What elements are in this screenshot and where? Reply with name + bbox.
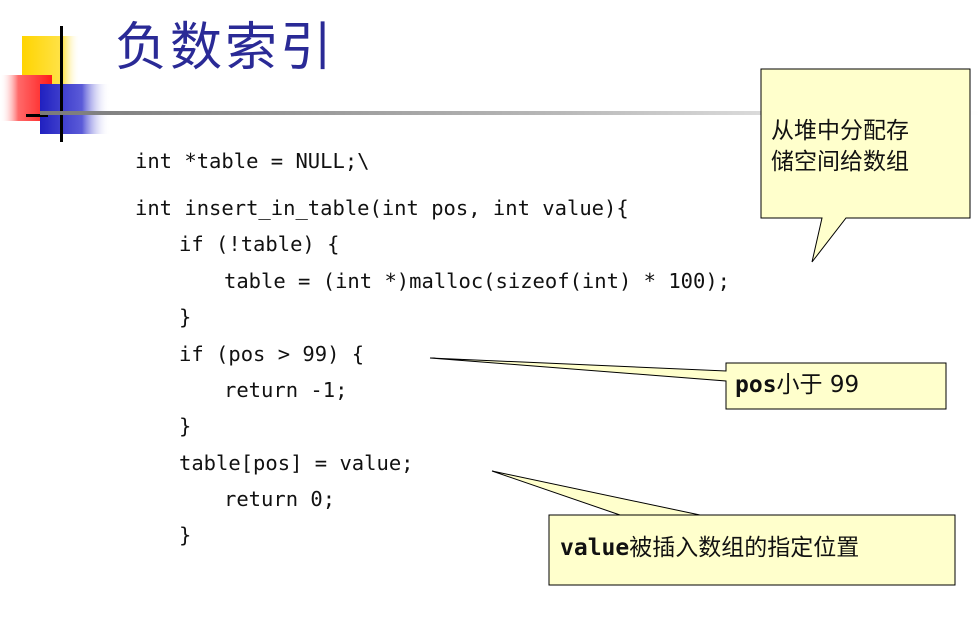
callout-pos-shape: [429, 357, 947, 410]
code-line: int *table = NULL;\: [135, 149, 370, 173]
callout-heap: 从堆中分配存 储空间给数组: [771, 116, 909, 177]
code-line: table[pos] = value;: [179, 451, 414, 475]
code-line: if (pos > 99) {: [179, 342, 365, 366]
code-line: if (!table) {: [179, 232, 340, 256]
callout-pos-text: 小于 99: [776, 372, 860, 398]
code-line: int insert_in_table(int pos, int value){: [135, 196, 629, 220]
code-line: }: [179, 305, 192, 329]
title-divider: [40, 111, 980, 115]
callout-heap-line: 储空间给数组: [771, 148, 909, 175]
callout-heap-line: 从堆中分配存: [771, 118, 909, 144]
code-line: }: [179, 523, 192, 547]
code-line: table = (int *)malloc(sizeof(int) * 100)…: [224, 269, 731, 293]
code-line: return 0;: [224, 487, 336, 511]
callout-value-shape: [491, 470, 956, 586]
callout-heap-shape: [760, 68, 971, 263]
callout-value-code: value: [560, 535, 630, 561]
callout-value-text: 被插入数组的指定位置: [629, 535, 860, 561]
callout-pos-code: pos: [735, 372, 777, 398]
callout-pos: pos小于 99: [735, 370, 859, 401]
slide-title: 负数索引: [115, 18, 336, 78]
code-line: return -1;: [224, 378, 348, 402]
slide-logo-icon: [0, 26, 110, 142]
callout-value: value被插入数组的指定位置: [560, 533, 859, 564]
code-line: }: [179, 414, 192, 438]
